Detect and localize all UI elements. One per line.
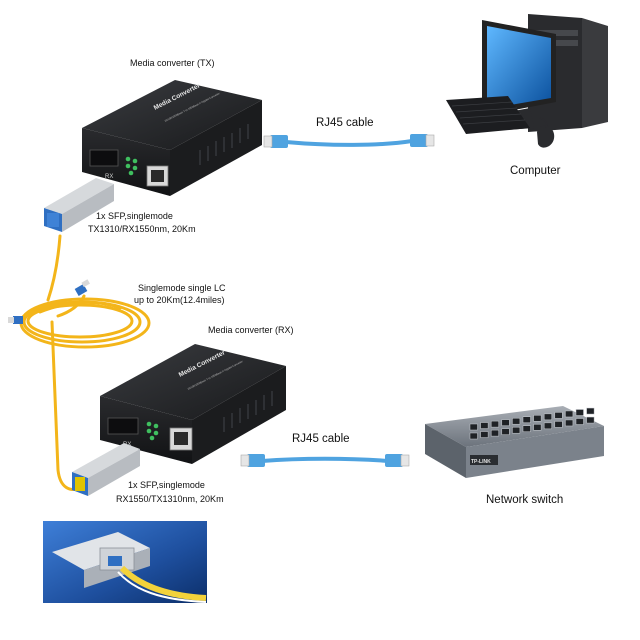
switch-port-grid [469,407,595,440]
switch-port [533,424,542,431]
switch-port [522,416,531,423]
switch-port [575,409,584,416]
rj45-cable-bottom [240,454,410,467]
switch-brand-text: TP-LINK [471,459,491,465]
switch-port [501,419,510,426]
switch-port [522,425,531,432]
switch-port [543,422,552,430]
switch-port [501,428,510,435]
media-converter-tx [82,80,262,196]
switch-port [543,413,552,421]
switch-port [512,426,521,434]
computer-label: Computer [510,165,561,177]
sfp-module-tx [44,178,114,232]
switch-port [575,418,584,425]
port-rx-label-tx: RX [105,174,113,180]
switch-port [586,416,595,424]
switch-port [469,432,478,440]
sfp-module-rx [72,443,140,496]
sfp-rx-label-line1: 1x SFP,singlemode [128,480,205,490]
sfp-rx-label-line2: RX1550/TX1310nm, 20Km [116,494,224,504]
network-switch-label: Network switch [486,494,564,506]
switch-port [554,421,563,428]
lc-connector-icon [74,279,90,296]
fiber-label-line1: Singlemode single LC [138,283,226,293]
converter-rx-label: Media converter (RX) [208,325,294,335]
switch-port [565,410,574,418]
network-switch-icon [425,406,604,478]
switch-port [490,429,499,437]
sfp-tx-label-line1: 1x SFP,singlemode [96,211,173,221]
fiber-label-line2: up to 20Km(12.4miles) [134,295,225,305]
rj45-bottom-label: RJ45 cable [292,433,350,445]
switch-port [490,420,499,428]
lc-connector-icon [8,316,23,324]
switch-port [554,412,563,419]
switch-port [480,422,489,429]
media-converter-rx [100,344,286,464]
computer-icon [446,14,608,148]
sfp-tx-label-line2: TX1310/RX1550nm, 20Km [88,224,196,234]
switch-port [533,415,542,422]
rj45-top-label: RJ45 cable [316,117,374,129]
switch-port [565,419,574,427]
switch-port [469,423,478,431]
converter-tx-label: Media converter (TX) [130,58,215,68]
switch-port [480,431,489,438]
rj45-cable-top [263,134,435,148]
sfp-insertion-photo [43,521,207,603]
switch-port [512,417,521,425]
switch-port [586,407,595,415]
